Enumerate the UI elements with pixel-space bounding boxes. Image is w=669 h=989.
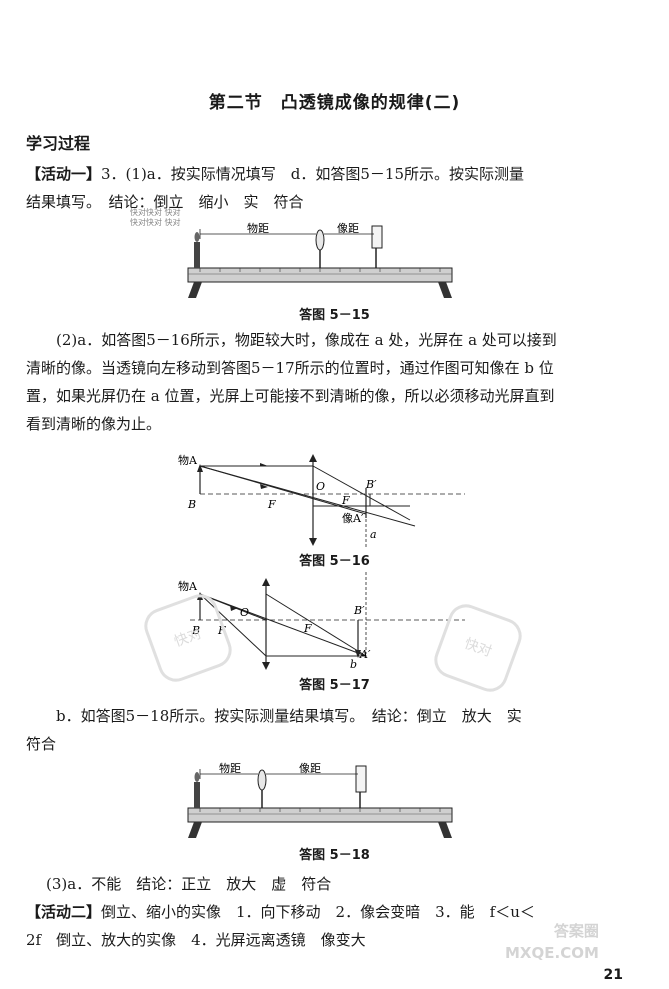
- figure-5-18: 物距 像距: [187, 761, 453, 838]
- activity-1-label: 【活动一】: [26, 165, 102, 183]
- part-b-line-1: b．如答图5－18所示。按实际测量结果填写。 结论：倒立 放大 实: [56, 707, 522, 725]
- point-b-prime-label: B′: [365, 478, 377, 491]
- point-a-prime-label: A′: [359, 648, 371, 661]
- image-distance-label: 像距: [299, 762, 321, 775]
- activity-2-label: 【活动二】: [26, 903, 102, 921]
- candle: [194, 772, 200, 808]
- screen: [371, 225, 383, 268]
- image-a-prime-label: 像A′: [342, 512, 364, 525]
- image-distance-label: 像距: [337, 222, 359, 235]
- object-a-label: 物A: [178, 453, 198, 467]
- optical-center-label: O: [316, 480, 325, 493]
- part-2-line-1: (2)a．如答图5－16所示，物距较大时，像成在 a 处，光屏在 a 处可以接到: [56, 331, 557, 349]
- focal-point-left-label: F: [217, 624, 226, 637]
- object-distance-label: 物距: [247, 221, 269, 235]
- section-heading: 学习过程: [26, 134, 91, 153]
- focal-point-left-label: F: [267, 498, 276, 511]
- activity-1-paragraph: 【活动一】3．(1)a．按实际情况填写 d．如答图5－15所示。按实际测量 结果…: [26, 165, 524, 211]
- part-2-line-4: 看到清晰的像为止。: [26, 415, 162, 433]
- corner-watermark: 答案圈 MXQE.COM: [505, 922, 599, 962]
- optical-bench: [187, 807, 453, 838]
- page-number: 21: [603, 967, 623, 983]
- part-3-line: (3)a．不能 结论：正立 放大 虚 符合: [46, 875, 332, 893]
- optical-center-label: O: [240, 606, 249, 619]
- point-b-label: B: [191, 624, 200, 637]
- figure-5-15: 物距 像距: [187, 221, 453, 298]
- part-b-line-2: 符合: [26, 735, 57, 753]
- optical-bench: [187, 267, 453, 298]
- part-2-line-3: 置，如果光屏仍在 a 位置，光屏上可能接不到清晰的像，所以必须移动光屏直到: [26, 387, 555, 405]
- point-b-prime-label: B′: [353, 604, 365, 617]
- lens: [257, 769, 267, 808]
- figure-5-18-caption: 答图 5－18: [299, 848, 370, 863]
- candle: [194, 232, 200, 268]
- figure-5-15-caption: 答图 5－15: [299, 308, 370, 323]
- focal-point-right-label: F: [341, 494, 350, 507]
- part-2-line-2: 清晰的像。当透镜向左移动到答图5－17所示的位置时，通过作图可知像在 b 位: [26, 359, 554, 377]
- page-title: 第二节 凸透镜成像的规律(二): [208, 93, 461, 113]
- figure-5-17: 物A B F O F B′ A′ b: [178, 572, 465, 671]
- figure-5-16: 物A B F O F B′ 像A′ a: [178, 453, 465, 548]
- kuaidui-stamp: 快对快对 快对 快对快对 快对: [130, 208, 181, 227]
- focal-point-right-label: F: [303, 622, 312, 635]
- point-b-label: B: [187, 498, 196, 511]
- figure-5-17-caption: 答图 5－17: [299, 678, 370, 693]
- position-b-label: b: [350, 658, 357, 671]
- figure-5-16-caption: 答图 5－16: [299, 554, 370, 569]
- object-a-label: 物A: [178, 579, 198, 593]
- position-a-label: a: [370, 528, 377, 541]
- screen: [355, 765, 367, 808]
- activity-2-paragraph: 【活动二】倒立、缩小的实像 1．向下移动 2．像会变暗 3．能 f＜u＜ 2f …: [26, 903, 535, 949]
- lens: [315, 229, 325, 268]
- object-distance-label: 物距: [219, 761, 241, 775]
